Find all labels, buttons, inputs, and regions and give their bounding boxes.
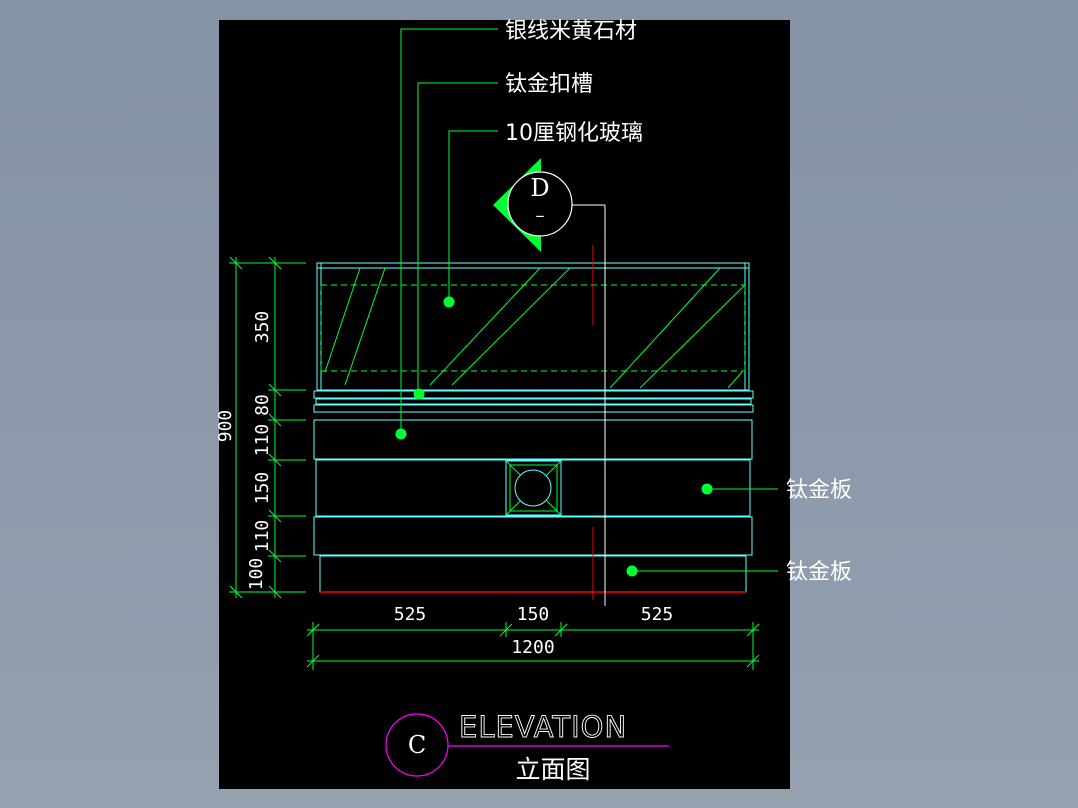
horizontal-dimension-lines xyxy=(306,622,760,670)
callout-groove-label: 钛金扣槽 xyxy=(505,72,593,97)
dim-350: 350 xyxy=(252,311,273,344)
dim-525-left: 525 xyxy=(394,604,427,625)
dim-110-lower: 110 xyxy=(252,520,273,553)
dim-525-right: 525 xyxy=(641,604,674,625)
title-circle xyxy=(385,713,449,777)
dim-150-center: 150 xyxy=(517,604,550,625)
title-block: C ELEVATION 立面图 xyxy=(385,710,669,784)
callout-stone-label: 银线米黄石材 xyxy=(505,19,637,44)
title-text: ELEVATION xyxy=(459,710,627,744)
title-letter: C xyxy=(408,731,426,759)
subtitle-text: 立面图 xyxy=(515,755,590,784)
dim-110-upper: 110 xyxy=(252,424,273,457)
section-marker-letter: D xyxy=(530,174,549,202)
callout-panel-lower-label: 钛金板 xyxy=(786,560,852,585)
section-cut-line xyxy=(571,204,606,606)
section-marker-sub: – xyxy=(536,205,545,226)
center-ornament xyxy=(505,460,562,516)
glass-dashed-lines xyxy=(320,284,746,372)
groove-bands xyxy=(313,390,754,413)
callout-panel-upper-label: 钛金板 xyxy=(786,478,852,503)
callout-leaders xyxy=(400,28,778,572)
vertical-dimension-lines xyxy=(229,256,306,599)
horizontal-dimension-texts: 525 150 525 1200 xyxy=(394,604,674,658)
dim-150: 150 xyxy=(252,472,273,505)
dim-100: 100 xyxy=(246,558,267,591)
dim-900: 900 xyxy=(215,410,236,443)
dim-80: 80 xyxy=(252,394,273,416)
callout-dots xyxy=(395,296,713,577)
titanium-panel-middle xyxy=(315,459,751,517)
callout-glass-label: 10厘钢化玻璃 xyxy=(505,121,643,146)
dim-1200: 1200 xyxy=(511,637,554,658)
section-marker: D – xyxy=(493,158,573,252)
stone-band-bottom xyxy=(313,516,753,556)
stone-band-top xyxy=(313,419,753,460)
glass-reflection-hatch xyxy=(324,267,746,389)
vertical-dimension-texts: 350 80 110 150 110 100 900 xyxy=(215,311,273,591)
